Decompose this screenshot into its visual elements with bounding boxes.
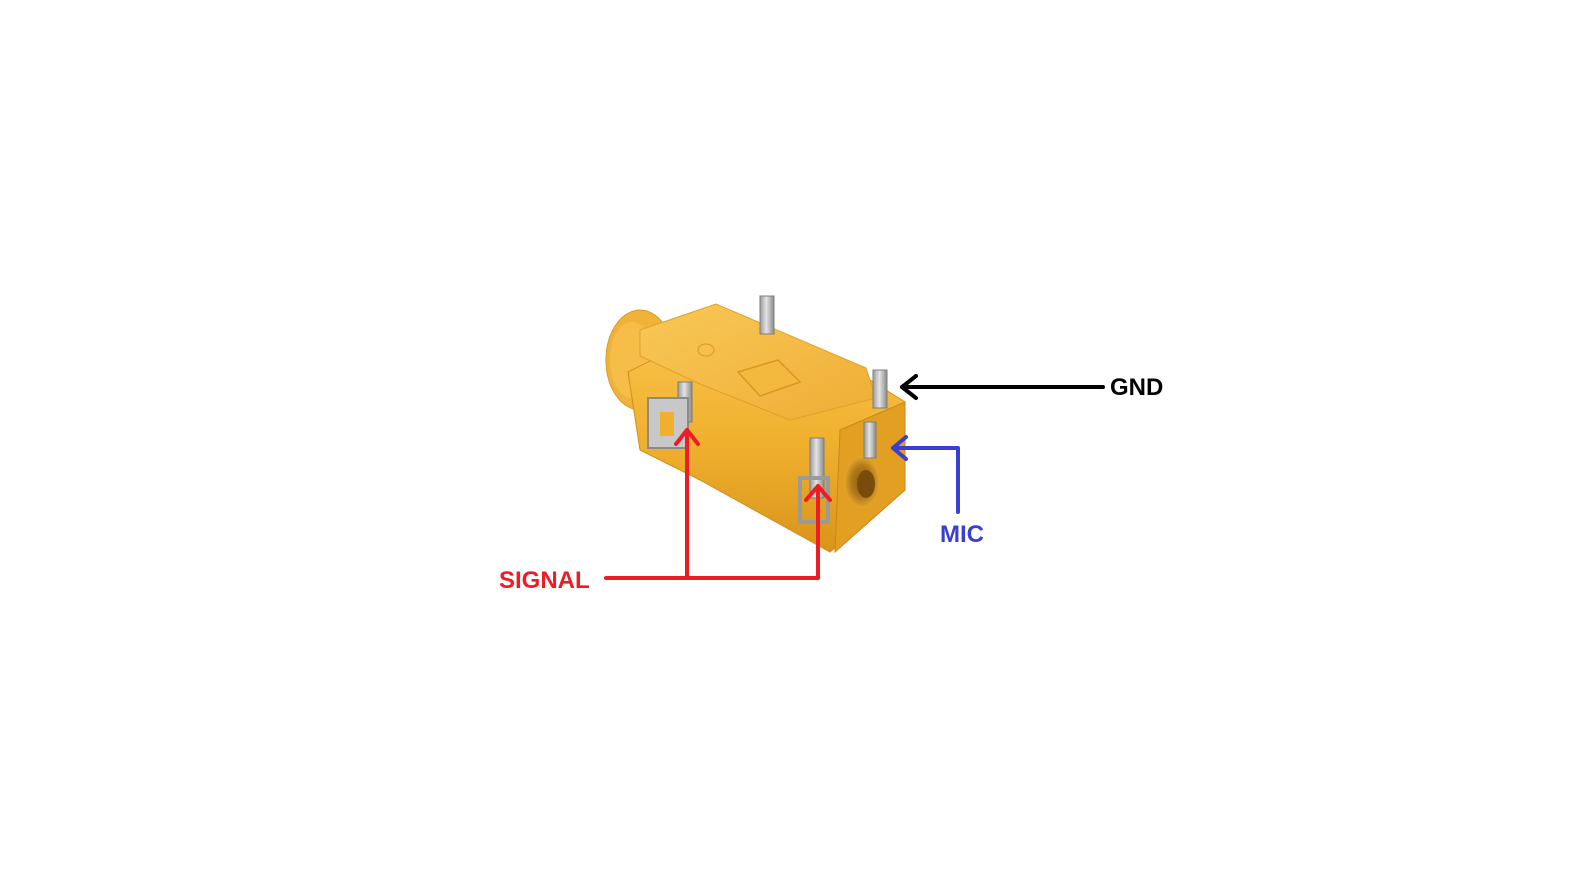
signal-arrows: [604, 428, 832, 580]
jack-plug-hole-inner: [857, 470, 875, 498]
jack-body-top: [639, 303, 877, 421]
gnd-arrow: [900, 374, 1105, 400]
top-pin: [759, 295, 775, 335]
mic-arrow: [891, 435, 960, 514]
signal-label: SIGNAL: [499, 567, 590, 594]
signal-pin-left-slot: [660, 412, 674, 436]
jack-logo-emboss: [736, 359, 802, 397]
mic-pin: [863, 421, 877, 459]
gnd-pin: [872, 369, 888, 409]
gnd-label: GND: [1110, 374, 1164, 401]
jack-top-nub: [697, 343, 715, 357]
mic-label: MIC: [940, 521, 984, 548]
audio-jack-connector-icon: [605, 295, 906, 554]
